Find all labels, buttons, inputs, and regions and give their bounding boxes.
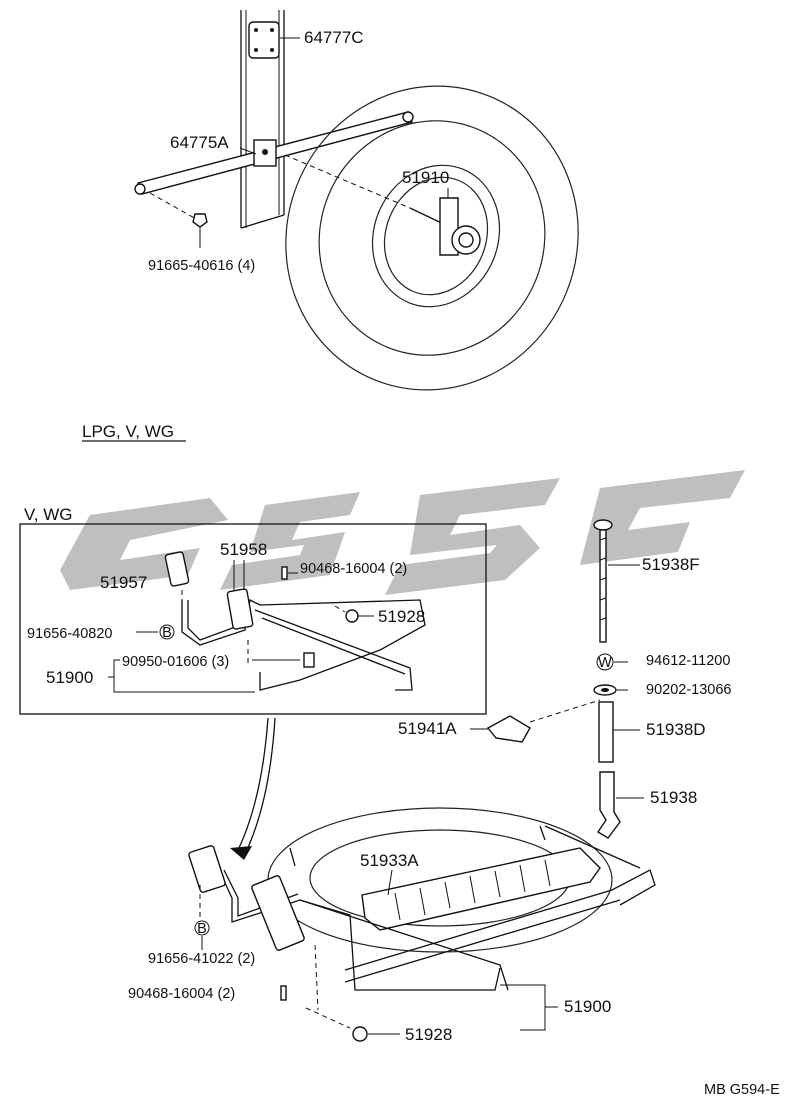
marker-b-inset [159, 624, 175, 640]
inset-clip-90468 [281, 566, 298, 580]
arrow-inset-to-main [230, 717, 276, 860]
label-51938F: 51938F [642, 555, 700, 574]
lower-carrier-frame [188, 825, 656, 1029]
label-94612-11200: 94612-11200 [646, 653, 730, 669]
label-51941A: 51941A [398, 719, 457, 738]
marker-w [596, 653, 614, 671]
clip-90468-main [280, 985, 287, 1001]
label-51900-inset: 51900 [46, 668, 93, 687]
label-90950-01606: 90950-01606 (3) [122, 654, 229, 670]
label-51938D: 51938D [646, 720, 706, 739]
inset-carrier-frame [164, 551, 426, 691]
marker-w-text: W [598, 655, 612, 671]
label-91656-41022: 91656-41022 (2) [148, 951, 255, 967]
label-91656-40820: 91656-40820 [27, 626, 112, 642]
inset-bolt-51928 [334, 605, 374, 623]
label-51957: 51957 [100, 573, 147, 592]
label-51928-main: 51928 [405, 1025, 452, 1044]
service-hole-cover-plate [248, 21, 300, 59]
label-51928-inset: 51928 [378, 607, 425, 626]
marker-b-main-text: B [197, 921, 207, 937]
diagram-code: MB G594-E [704, 1082, 780, 1098]
hanger-bolt-51910 [284, 154, 481, 256]
carrier-bar [134, 111, 414, 221]
label-64775A: 64775A [170, 133, 229, 152]
label-51958: 51958 [220, 540, 267, 559]
label-51938: 51938 [650, 788, 697, 807]
label-90468-16004-inset: 90468-16004 (2) [300, 561, 407, 577]
plate-51941A [470, 699, 601, 743]
sleeve-51938D [598, 701, 640, 763]
inset-box [19, 523, 487, 715]
section-label-lpg: LPG, V, WG [82, 422, 174, 441]
label-91665-40616: 91665-40616 (4) [148, 258, 255, 274]
label-64777C: 64777C [304, 28, 364, 47]
bolt-51938F [593, 519, 640, 643]
label-51910: 51910 [402, 168, 449, 187]
label-90468-16004-main: 90468-16004 (2) [128, 986, 235, 1002]
bolt-91665 [192, 213, 208, 248]
bolt-51928-main [352, 1026, 400, 1042]
spare-tire [285, 85, 579, 391]
washer-90202 [593, 684, 628, 696]
marker-b-main [194, 920, 210, 936]
inset-label-v-wg: V, WG [24, 505, 73, 524]
marker-b-inset-text: B [162, 625, 172, 641]
label-51900-main: 51900 [564, 997, 611, 1016]
label-51933A: 51933A [360, 851, 419, 870]
hook-51938 [597, 771, 644, 839]
label-90202-13066: 90202-13066 [646, 682, 731, 698]
cushion-51933A [361, 847, 601, 931]
